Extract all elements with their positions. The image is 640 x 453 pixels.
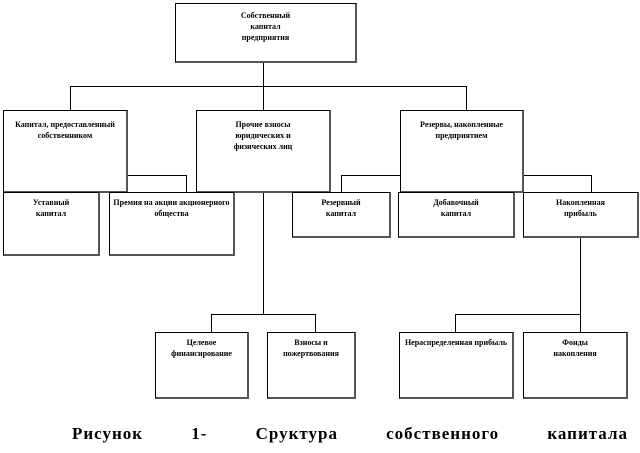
connector	[466, 86, 467, 110]
node-retained-earnings: Нераспределенная прибыль	[399, 332, 514, 399]
figure-caption: Рисунок 1- Сруктура собственного капитал…	[72, 424, 628, 444]
node-donations: Взносы и пожертвования	[267, 332, 356, 399]
connector	[455, 314, 581, 315]
node-owner-capital: Капитал, предоставленный собственником	[3, 110, 128, 193]
node-charter-capital: Уставный капитал	[3, 192, 100, 256]
node-accumulation-funds: Фонды накопления	[523, 332, 628, 399]
node-other-contributions: Прочие взносы юридических и физических л…	[196, 110, 331, 193]
node-accumulated-profit: Накопленная прибыль	[523, 192, 639, 238]
node-root: Собственный капитал предприятия	[175, 3, 357, 63]
caption-word: 1-	[191, 424, 208, 443]
connector	[211, 314, 212, 332]
connector	[341, 175, 342, 192]
node-target-financing: Целевое финансирование	[155, 332, 249, 399]
node-share-premium: Премия на акции акционерного общества	[109, 192, 235, 256]
connector	[70, 86, 71, 110]
caption-word: Сруктура	[255, 424, 338, 443]
connector	[580, 237, 581, 332]
connector	[315, 314, 316, 332]
connector	[186, 175, 187, 192]
connector	[455, 314, 456, 332]
node-reserves: Резервы, накопленные предприятием	[400, 110, 524, 193]
connector	[263, 86, 264, 110]
connector	[591, 175, 592, 192]
caption-word: собственного	[386, 424, 500, 443]
connector	[211, 314, 316, 315]
node-reserve-capital: Резервный капитал	[292, 192, 391, 238]
caption-word: Рисунок	[72, 424, 144, 443]
connector	[263, 155, 264, 314]
caption-word: капитала	[547, 424, 628, 443]
connector	[70, 86, 467, 87]
node-additional-capital: Добавочный капитал	[398, 192, 515, 238]
connector	[263, 62, 264, 86]
